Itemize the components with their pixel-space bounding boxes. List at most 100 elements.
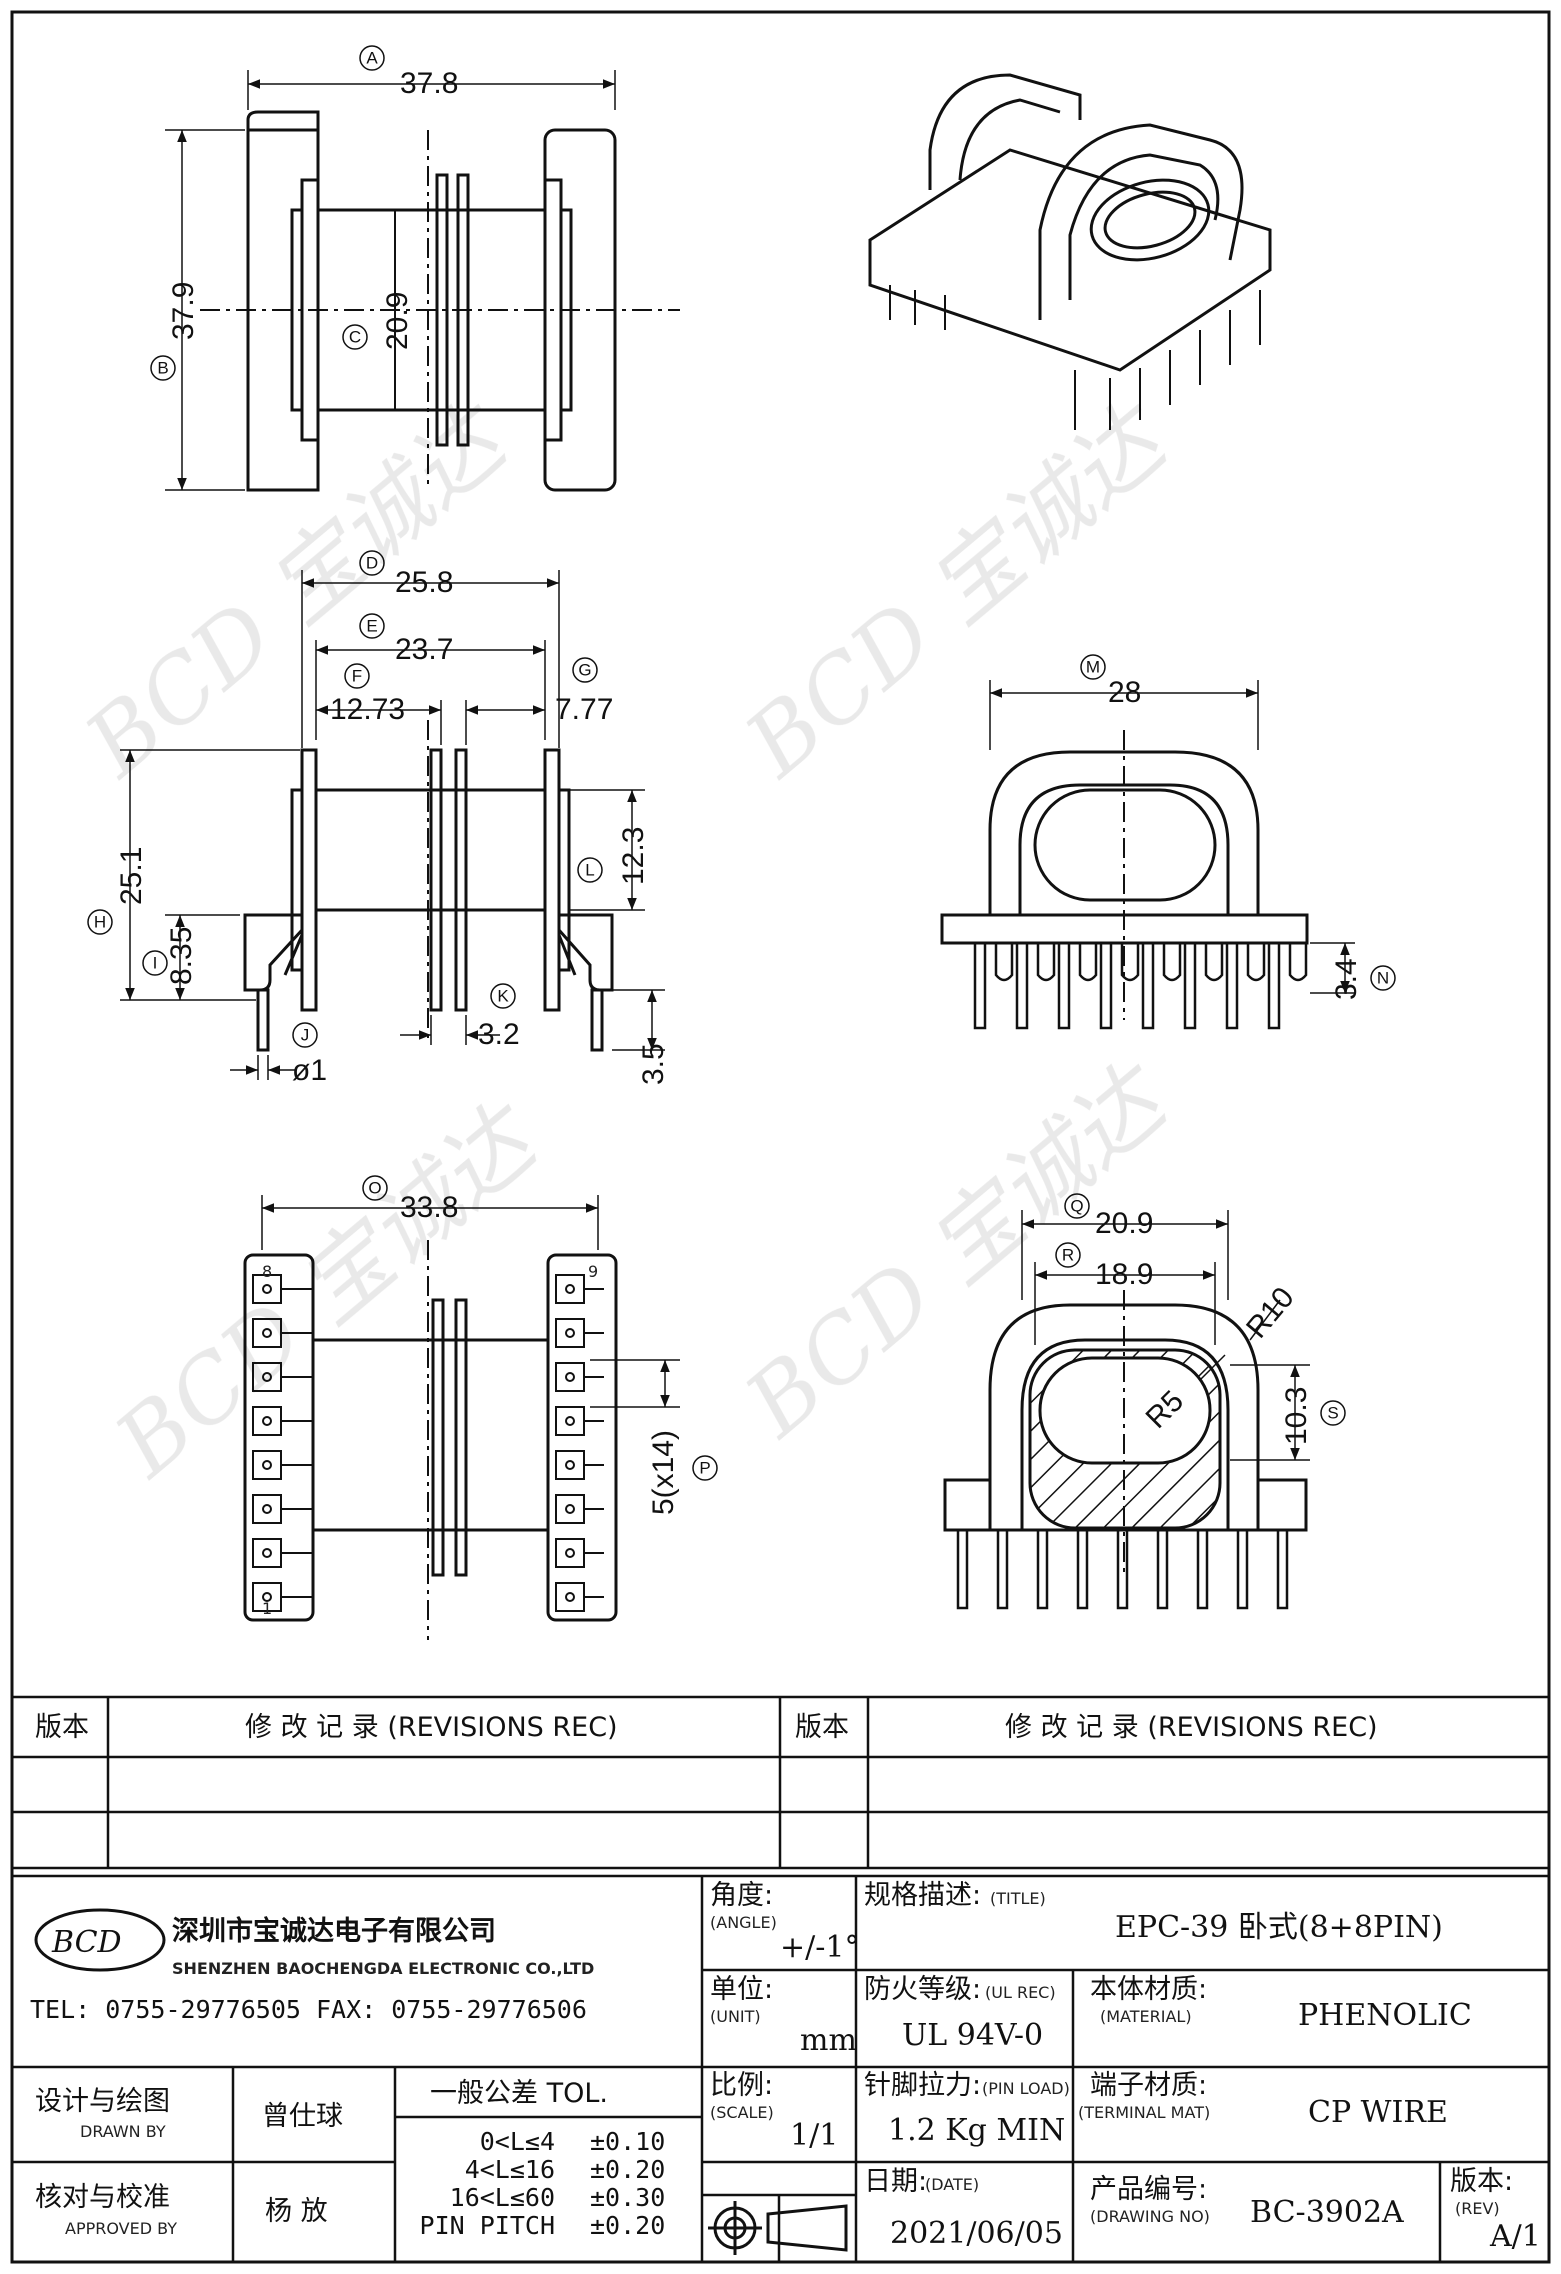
callout-N: N [1377,969,1389,988]
dim-12-73: 12.73 [330,693,405,726]
callout-H: H [94,913,106,932]
section-view-dimensions [1021,1210,1310,1461]
bottom-view-pins [252,1274,604,1612]
drawn-en: DRAWN BY [80,2122,166,2141]
pin-pad-right [555,1274,585,1304]
front-pin-slot [1204,943,1224,982]
dim-23-7: 23.7 [395,633,453,666]
callout-J: J [301,1026,310,1045]
dim-18-9: 18.9 [1095,1258,1153,1291]
front-pin [1267,941,1281,1030]
section-pin [1236,1528,1249,1610]
front-pin-slot [1120,943,1140,982]
front-pin-slot [1162,943,1182,982]
dim-25-1: 25.1 [115,847,148,905]
company-tel-fax: TEL: 0755-29776505 FAX: 0755-29776506 [30,1995,587,2024]
callout-A: A [366,49,378,68]
pin-pad-right [555,1582,585,1612]
pinload-en: (PIN LOAD) [982,2079,1070,2098]
material-en: (MATERIAL) [1100,2007,1192,2026]
section-pin [1156,1528,1169,1610]
unit-value: mm [800,2023,857,2058]
terminal-label: 端子材质: [1090,2070,1207,2101]
bottom-view [243,1240,618,1640]
side-view-labels: 25.8 D 23.7 E 12.73 F 7.77 G 25.1 H 8.35… [87,550,670,1087]
isometric-view [868,73,1272,430]
material-label: 本体材质: [1090,1974,1207,2005]
pin-hole-right [565,1548,575,1558]
drawing-no-en: (DRAWING NO) [1090,2207,1210,2226]
dim-8-35: 8.35 [165,927,198,985]
callout-G: G [578,661,591,680]
front-pin [1015,941,1029,1030]
front-pin [973,941,987,1030]
pin-hole-right [565,1504,575,1514]
angle-en: (ANGLE) [710,1913,777,1932]
callout-B: B [157,359,168,378]
pin-hole-left [262,1328,272,1338]
bottom-view-labels: 33.8 O 5(x14) P 8 1 9 [262,1175,718,1618]
pin-hole-right [565,1592,575,1602]
company-en: SHENZHEN BAOCHENGDA ELECTRONIC CO.,LTD [172,1959,594,1978]
section-pin [1036,1528,1049,1610]
dim-37-8: 37.8 [400,67,458,100]
section-view [943,1290,1308,1575]
callout-K: K [497,987,509,1006]
pin-hole-right [565,1328,575,1338]
front-view-labels: 28 M 3.4 N [1080,654,1396,1000]
top-view-dimensions: 37.8 A 37.9 B 20.9 C [150,45,616,491]
company-cn: 深圳市宝诚达电子有限公司 [172,1915,496,1947]
pin-hole-left [262,1504,272,1514]
dim-25-8: 25.8 [395,566,453,599]
pin-hole-right [565,1416,575,1426]
pin-pad-left [252,1450,282,1480]
angle-label: 角度: [710,1880,773,1911]
callout-L: L [585,861,594,880]
pin-pad-right [555,1362,585,1392]
front-pin-slot [1246,943,1266,982]
dim-12-3: 12.3 [617,827,650,885]
projection-symbol [708,2201,848,2255]
dim-7-77: 7.77 [555,693,613,726]
callout-D: D [366,554,378,573]
bottom-view-dimensions [261,1195,680,1408]
front-view-dimensions [989,680,1355,994]
approved-value: 杨 放 [265,2196,328,2227]
callout-P: P [699,1459,710,1478]
side-view [243,720,614,1052]
front-pin [1225,941,1239,1030]
dim-37-9: 37.9 [167,282,200,340]
drawing-no-label: 产品编号: [1090,2174,1207,2205]
approved-label: 核对与校准 [35,2182,170,2213]
approved-en: APPROVED BY [65,2219,177,2238]
pin-hole-left [262,1372,272,1382]
dim-20-9-section: 20.9 [1095,1207,1153,1240]
callout-C: C [349,328,361,347]
front-pin [1141,941,1155,1030]
tolerance-range: 0<L≤4 [480,2127,555,2156]
terminal-en: (TERMINAL MAT) [1078,2103,1210,2122]
rev-label: 版本: [1450,2166,1513,2197]
tolerance-value: ±0.20 [590,2211,665,2240]
unit-en: (UNIT) [710,2007,761,2026]
company-block: BCD 深圳市宝诚达电子有限公司 SHENZHEN BAOCHENGDA ELE… [30,1908,594,2024]
pin-pad-left [252,1494,282,1524]
date-value: 2021/06/05 [890,2216,1063,2251]
rev-value: A/1 [1489,2219,1541,2254]
scale-label: 比例: [710,2070,773,2101]
section-pin [996,1528,1009,1610]
pinload-value: 1.2 Kg MIN [888,2113,1065,2148]
terminal-value: CP WIRE [1308,2095,1448,2130]
dim-28: 28 [1108,676,1141,709]
unit-label: 单位: [710,1974,773,2005]
pin-9-label: 9 [588,1262,598,1281]
dim-3-4: 3.4 [1330,958,1363,1000]
section-pin [1116,1528,1129,1610]
dim-3-2: 3.2 [478,1018,520,1051]
svg-text:BCD 宝诚达: BCD 宝诚达 [95,1084,560,1498]
dim-3-5: 3.5 [637,1043,670,1085]
tolerance-label: 一般公差 TOL. [430,2078,608,2109]
pin-hole-left [262,1416,272,1426]
